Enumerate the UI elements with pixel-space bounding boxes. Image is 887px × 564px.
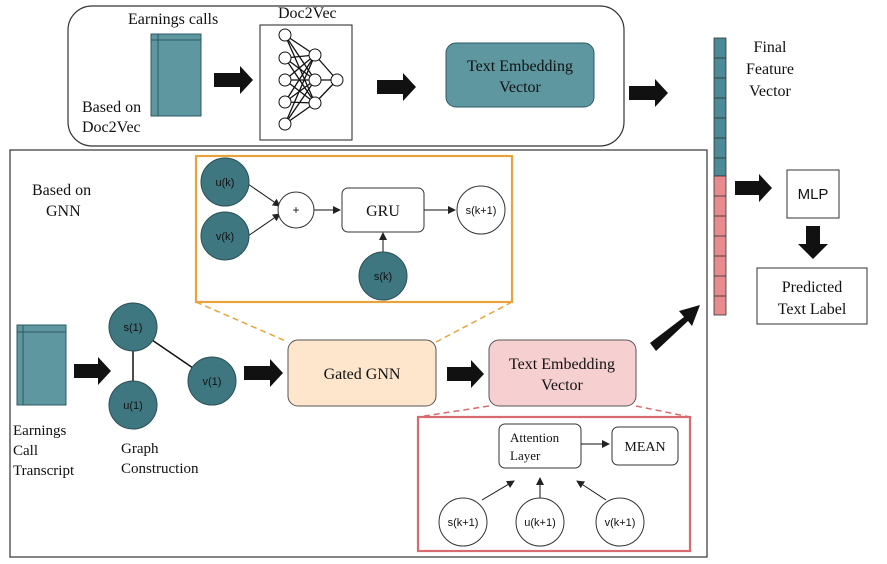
arrow-icon <box>798 226 828 259</box>
final-vector-label-line3: Vector <box>749 83 791 100</box>
doc2vec-panel-label-line2: Doc2Vec <box>82 119 141 136</box>
node-v-k1-label: v(k+1) <box>605 517 636 529</box>
attention-layer-box <box>498 423 582 469</box>
doc2vec-label: Doc2Vec <box>278 5 337 22</box>
gnn-panel-label-line2: GNN <box>46 203 81 220</box>
transcript-document-icon <box>16 324 67 406</box>
gnn-panel <box>9 149 708 558</box>
node-sk <box>358 251 408 301</box>
predicted-label-line1: Predicted <box>782 279 842 296</box>
arrow-icon <box>447 360 484 388</box>
node-vk <box>200 211 250 261</box>
zoom-connector <box>435 301 513 343</box>
top-embedding-line2: Vector <box>499 79 541 96</box>
gnn-panel-label-line1: Based on <box>32 182 91 199</box>
attention-label-line1: Attention <box>510 430 560 445</box>
final-vector-label-line2: Feature <box>746 61 794 78</box>
arrow-icon <box>650 305 700 351</box>
node-u1-label: u(1) <box>123 400 143 412</box>
node-sk-label: s(k) <box>374 271 392 283</box>
connector-line <box>247 213 281 237</box>
attention-detail-box <box>416 415 692 553</box>
mean-box <box>611 426 679 466</box>
zoom-connector <box>417 405 490 418</box>
plus-label: + <box>292 203 299 217</box>
mlp-label: MLP <box>798 186 829 203</box>
zoom-connector <box>195 301 289 343</box>
doc2vec-panel <box>67 5 625 147</box>
arrow-icon <box>244 359 283 387</box>
gnn-embedding-box <box>488 339 637 407</box>
arrow-icon <box>74 357 111 385</box>
arrow-icon <box>377 73 416 101</box>
node-vk-label: v(k) <box>216 231 234 243</box>
node-sk1-label: s(k+1) <box>466 205 497 217</box>
node-v1-label: v(1) <box>203 376 222 388</box>
arrow-icon <box>629 79 668 107</box>
connector-line <box>576 480 607 501</box>
transcript-label-line2: Call <box>13 443 38 459</box>
graph-label-line2: Construction <box>121 461 199 477</box>
node-sk1 <box>456 185 506 235</box>
arrow-icon <box>735 174 772 202</box>
doc2vec-panel-label-line1: Based on <box>82 99 141 116</box>
node-uk-label: u(k) <box>216 177 235 189</box>
top-embedding-box <box>445 42 595 108</box>
attention-label-line2: Layer <box>510 448 541 463</box>
node-u-k1-label: u(k+1) <box>524 517 556 529</box>
graph-label-line1: Graph <box>121 441 159 457</box>
mlp-box <box>786 169 840 219</box>
top-embedding-line1: Text Embedding <box>467 58 573 75</box>
connector-line <box>247 183 281 207</box>
gated-gnn-label: Gated GNN <box>324 366 401 383</box>
gnn-embedding-line1: Text Embedding <box>509 356 615 373</box>
earnings-calls-label: Earnings calls <box>128 11 218 28</box>
node-s-k1-label: s(k+1) <box>448 517 479 529</box>
arrow-icon <box>214 66 253 94</box>
transcript-label-line1: Earnings <box>13 423 66 439</box>
mean-label: MEAN <box>624 440 665 455</box>
gnn-embedding-line2: Vector <box>541 377 583 394</box>
neural-network-icon <box>259 24 353 141</box>
node-uk <box>200 157 250 207</box>
gru-label: GRU <box>366 203 400 220</box>
gru-box <box>341 187 425 233</box>
plus-node <box>277 191 315 229</box>
node-v-k1 <box>595 497 645 547</box>
connector-line <box>481 480 515 501</box>
node-s1-label: s(1) <box>124 322 143 334</box>
gru-detail-box <box>194 154 514 304</box>
node-u1 <box>108 380 158 430</box>
document-stack-icon <box>150 33 202 117</box>
node-s1 <box>108 302 158 352</box>
predicted-label-box <box>756 267 868 325</box>
zoom-connector <box>635 405 691 418</box>
node-u-k1 <box>515 497 565 547</box>
node-v1 <box>187 356 237 406</box>
predicted-label-line2: Text Label <box>778 301 847 318</box>
final-feature-vector <box>713 37 727 316</box>
transcript-label-line3: Transcript <box>13 463 75 479</box>
final-vector-label-line1: Final <box>754 39 787 56</box>
node-s-k1 <box>438 497 488 547</box>
gated-gnn-box <box>287 339 437 407</box>
